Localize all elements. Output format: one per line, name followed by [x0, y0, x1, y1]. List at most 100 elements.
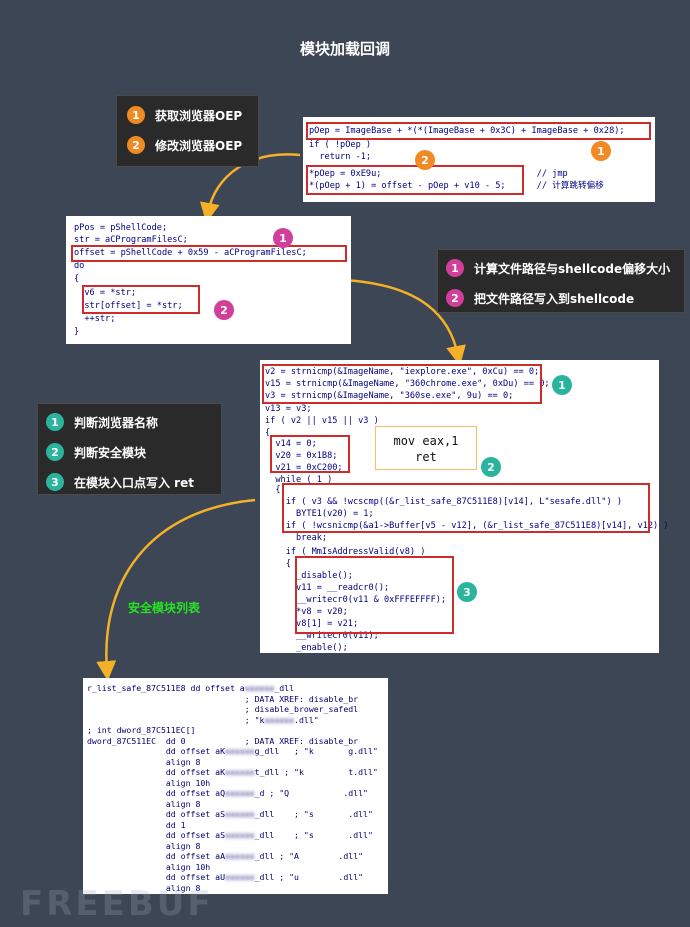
- redacted-text: xxxxxx: [264, 714, 295, 725]
- code-line: v15 = strnicmp(&ImageName, "360chrome.ex…: [265, 379, 550, 389]
- code-text: ; disable_brower_safedl: [87, 704, 359, 714]
- redacted-text: xxxxxx: [225, 851, 255, 861]
- code-text: align 8: [87, 882, 201, 893]
- code-text: g_dll ; "k g.dll": [254, 746, 378, 756]
- code-line: pPos = pShellCode;: [74, 223, 168, 233]
- code-text: _dll ; "u .dll": [254, 872, 364, 882]
- code-line: break;: [265, 533, 328, 543]
- code-text: t_dll ; "k t.dll": [254, 767, 378, 777]
- code-line: ; disable_brower_safedl: [87, 703, 358, 715]
- code-panel-callback: v2 = strnicmp(&ImageName, "iexplore.exe"…: [260, 360, 669, 653]
- watermark: FREEBUF: [20, 884, 214, 924]
- code-text: dd offset aQ: [87, 788, 226, 798]
- code-line: _disable();: [265, 571, 353, 581]
- code-line: if ( MmIsAddressValid(v8) ): [265, 547, 426, 557]
- code-line: while ( 1 ): [265, 475, 333, 485]
- legend-label: 判断浏览器名称: [74, 415, 159, 430]
- code-line: align 10h: [87, 777, 210, 789]
- code-line: ++str;: [74, 314, 116, 324]
- code-text: r_list_safe_87C511E8 dd offset a: [87, 683, 245, 693]
- step-number: 1: [127, 106, 145, 124]
- code-text: align 10h: [87, 861, 211, 872]
- highlight-patch: [306, 165, 524, 195]
- code-line: dd offset aKxxxxxxt_dll ; "k t.dll": [87, 766, 378, 778]
- code-line: ; DATA XREF: disable_br: [87, 693, 358, 705]
- code-line: ; "kxxxxxx.dll": [87, 714, 319, 726]
- highlight-patch-bytes: [270, 435, 350, 473]
- step-number: 2: [127, 136, 145, 154]
- step-number: 2: [46, 443, 64, 461]
- legend-label: 获取浏览器OEP: [155, 108, 243, 123]
- safe-module-list-caption: 安全模块列表: [128, 601, 201, 615]
- step-number: 1: [446, 259, 464, 277]
- code-text: _dll: [274, 683, 295, 693]
- code-line: do: [74, 261, 85, 271]
- redacted-text: xxxxxx: [244, 683, 275, 693]
- asm-line: mov eax,1: [393, 434, 459, 448]
- code-line: _enable();: [265, 643, 348, 653]
- code-line: str = aCProgramFilesC;: [74, 235, 188, 245]
- code-line: {: [74, 274, 80, 284]
- redacted-text: xxxxxx: [225, 830, 255, 840]
- code-line: v20 = 0x1B8;: [265, 451, 338, 461]
- code-text: _dll ; "s .dll": [254, 830, 373, 840]
- code-line: align 8: [87, 840, 201, 852]
- legend-item: 2 判断安全模块: [46, 437, 221, 467]
- code-line: if ( !wcsnicmp(&a1->Buffer[v5 - v12], (&…: [265, 521, 669, 531]
- code-line: v6 = *str;: [74, 288, 137, 298]
- code-line: offset = pShellCode + 0x59 - aCProgramFi…: [74, 248, 307, 258]
- code-line: v14 = 0;: [265, 439, 317, 449]
- code-text: dword_87C511EC dd 0 ; DATA XREF: disable…: [87, 735, 359, 746]
- code-panel-oep: pOep = ImageBase + *(*(ImageBase + 0x3C)…: [303, 117, 655, 202]
- code-line: dd offset aAxxxxxx_dll ; "A .dll": [87, 850, 363, 862]
- marker-1: 1: [591, 141, 611, 161]
- redacted-text: xxxxxx: [225, 746, 255, 756]
- code-text: dd offset aU: [87, 872, 226, 882]
- highlight-name-check: [262, 364, 542, 404]
- legend-item: 1 判断浏览器名称: [46, 407, 221, 437]
- code-text: dd offset aK: [87, 767, 226, 777]
- code-text: dd offset aS: [87, 830, 226, 840]
- marker-2: 2: [214, 300, 234, 320]
- code-line: v11 = __readcr0();: [265, 583, 390, 593]
- redacted-text: xxxxxx: [225, 809, 255, 819]
- code-line: return -1;: [309, 152, 372, 162]
- code-text: _dll ; "A .dll": [254, 851, 364, 861]
- redacted-text: xxxxxx: [225, 872, 255, 882]
- code-line: *(pOep + 1) = offset - pOep + v10 - 5; /…: [309, 181, 604, 191]
- code-line: {: [265, 485, 281, 495]
- highlight-safe-module-check: [282, 483, 650, 533]
- code-line: dd 1: [87, 819, 186, 831]
- code-text: dd 1: [87, 819, 186, 830]
- code-line: if ( !pOep ): [309, 140, 372, 150]
- code-line: dword_87C511EC dd 0 ; DATA XREF: disable…: [87, 735, 358, 747]
- asm-line: ret: [415, 450, 437, 464]
- code-line: dd offset aSxxxxxx_dll ; "s .dll": [87, 829, 373, 841]
- highlight-offset: [71, 245, 347, 262]
- step-number: 1: [46, 413, 64, 431]
- code-line: pOep = ImageBase + *(*(ImageBase + 0x3C)…: [309, 126, 625, 136]
- step-number: 2: [446, 289, 464, 307]
- code-panel-safe-list: r_list_safe_87C511E8 dd offset axxxxxx_d…: [83, 678, 388, 894]
- code-line: v21 = 0xC200;: [265, 463, 343, 473]
- legend-item: 1 计算文件路径与shellcode偏移大小: [446, 253, 684, 283]
- code-line: if ( v2 || v15 || v3 ): [265, 416, 379, 426]
- highlight-copy-loop: [82, 285, 200, 314]
- code-line: {: [265, 559, 291, 569]
- page-title: 模块加载回调: [299, 40, 390, 58]
- code-line: if ( v3 && !wcscmp((&r_list_safe_87C511E…: [265, 497, 622, 507]
- legend-label: 判断安全模块: [74, 445, 147, 460]
- code-line: dd offset aKxxxxxxg_dll ; "k g.dll": [87, 745, 378, 757]
- legend-item: 1 获取浏览器OEP: [127, 100, 258, 130]
- redacted-text: xxxxxx: [225, 767, 255, 777]
- highlight-oep: [306, 122, 651, 140]
- code-text: dd offset aA: [87, 851, 226, 861]
- code-text: dd offset aS: [87, 809, 226, 819]
- legend-label: 计算文件路径与shellcode偏移大小: [474, 261, 671, 276]
- code-line: v2 = strnicmp(&ImageName, "iexplore.exe"…: [265, 367, 540, 377]
- code-line: BYTE1(v20) = 1;: [265, 509, 374, 519]
- code-line: ; int dword_87C511EC[]: [87, 724, 195, 736]
- code-line: __writecr0(v11 & 0xFFFEFFFF);: [265, 595, 447, 605]
- highlight-write-ret: [295, 556, 454, 634]
